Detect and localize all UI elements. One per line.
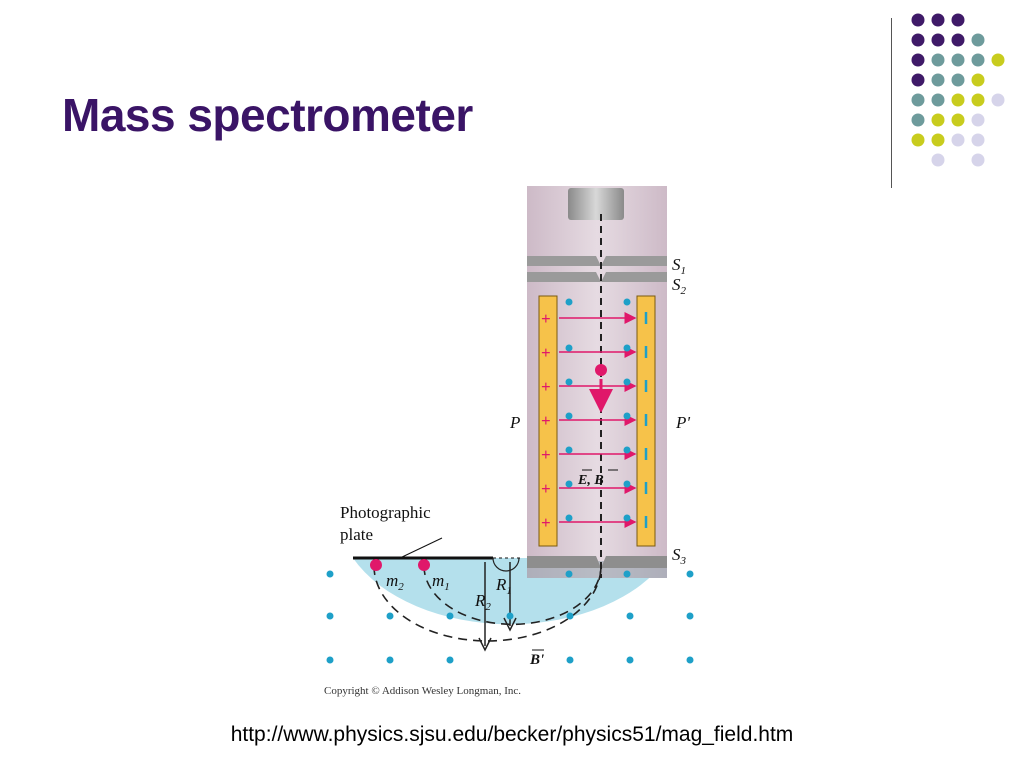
label-s3: S3 [672, 545, 687, 567]
label-photographic-plate-line1: Photographic [340, 503, 431, 522]
label-m2: m2 [386, 571, 404, 593]
copyright-text: Copyright © Addison Wesley Longman, Inc. [324, 685, 521, 697]
label-s1: S1 [672, 255, 686, 277]
source-url: http://www.physics.sjsu.edu/becker/physi… [230, 723, 794, 746]
slide-title: Mass spectrometer [62, 89, 473, 141]
slit-s1 [527, 256, 601, 266]
plus-signs: + + + + + + + [541, 309, 551, 532]
svg-text:+: + [541, 479, 551, 498]
ion-particle [595, 364, 607, 376]
label-m1: m1 [432, 571, 450, 593]
svg-text:+: + [541, 377, 551, 396]
magnetic-field-dots-selector [565, 298, 631, 578]
label-p: P [509, 413, 520, 432]
magnetic-field-dots-chamber [326, 570, 694, 664]
ion-source [568, 188, 624, 220]
mass-spectrometer-diagram: + + + + + + + [324, 186, 694, 697]
ion-m2 [370, 559, 382, 571]
svg-text:+: + [541, 513, 551, 532]
svg-text:+: + [541, 445, 551, 464]
electric-field-lines [559, 312, 637, 528]
svg-text:+: + [541, 309, 551, 328]
svg-text:+: + [541, 343, 551, 362]
plate-p [538, 295, 558, 547]
decor-dot-grid [911, 13, 1005, 167]
label-b-prime: B' [529, 652, 544, 668]
slit-s2 [527, 272, 601, 282]
label-p-prime: P' [675, 413, 690, 432]
label-s2: S2 [672, 275, 687, 297]
label-photographic-plate-line2: plate [340, 525, 373, 544]
svg-text:+: + [541, 411, 551, 430]
label-r2: R2 [474, 591, 491, 613]
ion-m1 [418, 559, 430, 571]
label-e-b: E, B [577, 473, 604, 488]
slit-s3 [527, 556, 601, 568]
trajectory-m2 [373, 565, 602, 642]
label-r1: R1 [495, 575, 512, 597]
decor-divider-line [891, 18, 892, 188]
